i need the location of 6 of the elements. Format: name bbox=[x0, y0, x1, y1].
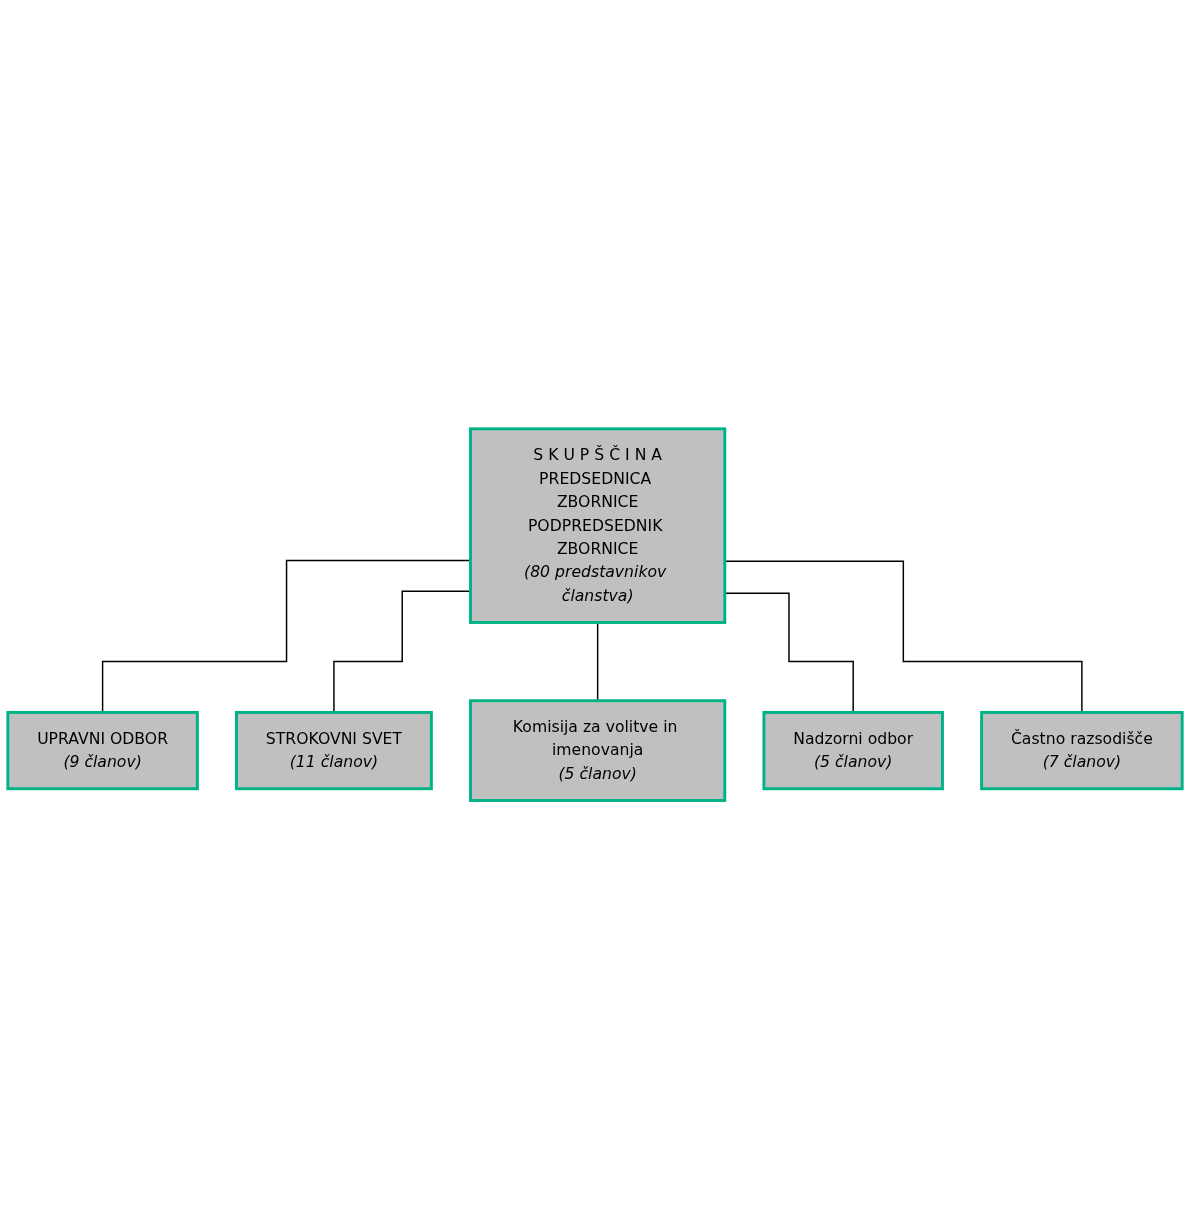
node-box: STROKOVNI SVET (11 članov) bbox=[235, 710, 433, 791]
node-box: S K U P Š Č I N A PREDSEDNICA ZBORNICE PODPREDSEDNIK ZBORNICE (80 predstavnikov članstva) bbox=[469, 427, 727, 624]
node-box: Komisija za volitve in imenovanja (5 članov) bbox=[469, 699, 727, 802]
node-box: Nadzorni odbor (5 članov) bbox=[762, 710, 944, 791]
node-box: Častno razsodišče (7 članov) bbox=[980, 710, 1184, 791]
node-box: UPRAVNI ODBOR (9 članov) bbox=[6, 710, 199, 791]
